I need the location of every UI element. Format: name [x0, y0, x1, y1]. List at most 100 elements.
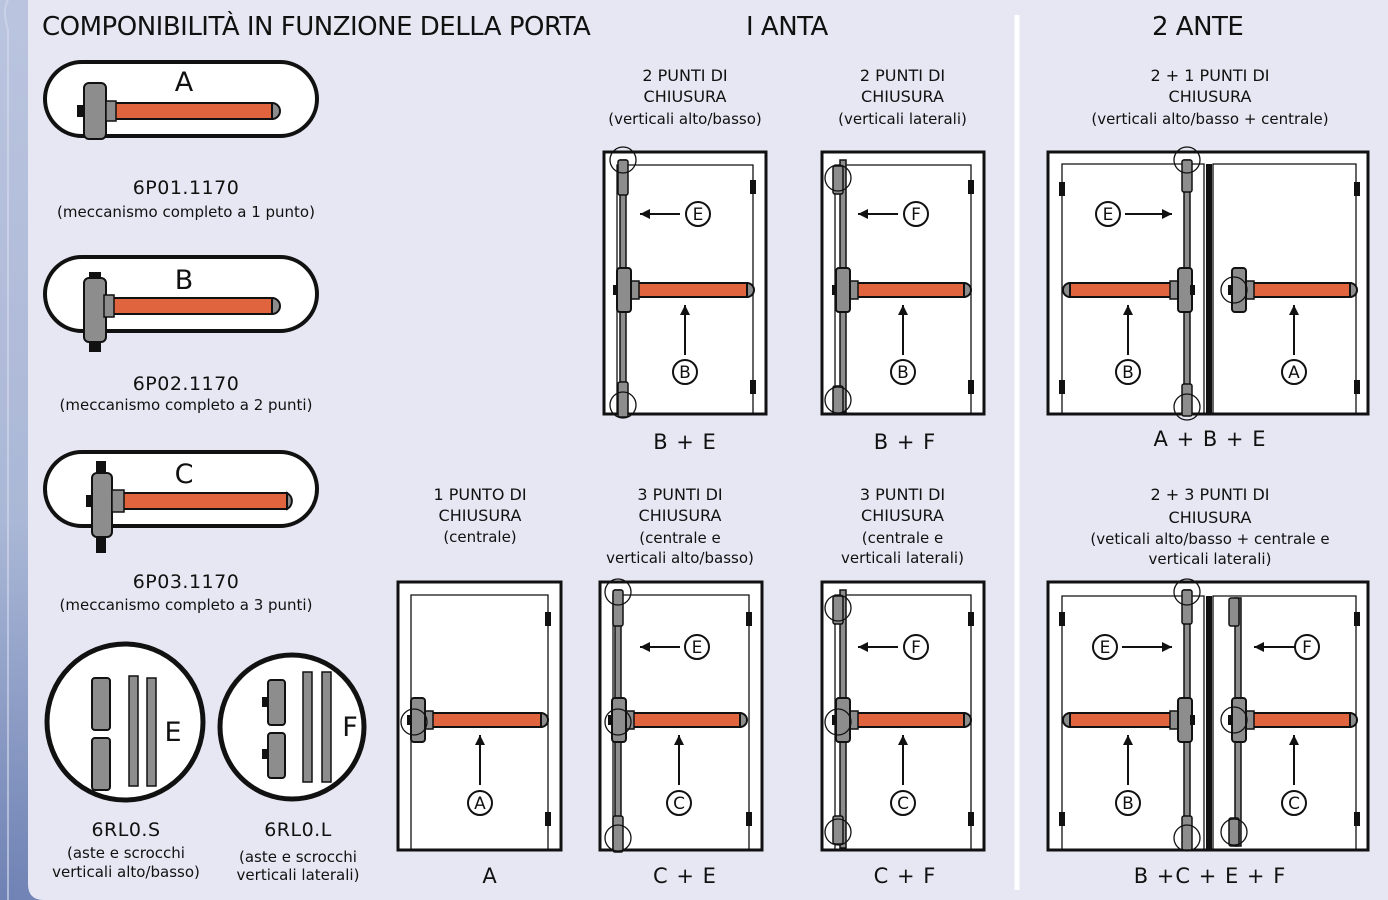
arrow-head — [858, 209, 868, 219]
lock-point-marker — [1173, 578, 1201, 606]
bar-collar — [1169, 710, 1179, 730]
hinge — [545, 612, 551, 626]
rod-latch — [1181, 383, 1193, 417]
config-c-f-title-2: CHIUSURA — [861, 506, 944, 525]
marker-circle — [672, 359, 698, 385]
rod-latch — [612, 589, 624, 627]
leaf-meeting — [1206, 164, 1212, 414]
component-marker: F — [903, 634, 929, 660]
component-marker: E — [1095, 201, 1121, 227]
latch-top — [267, 679, 286, 726]
marker-letter: C — [897, 794, 909, 814]
config-b-c-e-f-subtitle-1: (veticali alto/basso + centrale e — [1090, 530, 1330, 548]
component-c-letter: C — [174, 459, 194, 490]
lock-point-marker — [609, 146, 637, 174]
marker-circle — [1281, 790, 1307, 816]
lock-plate — [1231, 697, 1247, 743]
door-c-e: EC — [598, 578, 764, 853]
component-a-desc: (meccanismo completo a 1 punto) — [57, 203, 315, 221]
component-marker: C — [666, 790, 692, 816]
bar-tube — [630, 282, 748, 298]
bar-tube — [121, 492, 288, 510]
component-c-desc: (meccanismo completo a 3 punti) — [59, 596, 313, 614]
bar-tube — [849, 712, 965, 728]
component-marker: E — [684, 634, 710, 660]
marker-circle — [890, 790, 916, 816]
push-bar — [1228, 697, 1358, 743]
marker-circle — [1281, 359, 1307, 385]
marker-letter: F — [911, 638, 921, 658]
lock-point-marker — [604, 708, 632, 736]
config-a-b-e-title-1: 2 + 1 PUNTI DI — [1150, 66, 1270, 85]
config-b-e-title-2: CHIUSURA — [643, 87, 727, 106]
leaf-left — [1061, 595, 1205, 850]
hinge — [968, 612, 974, 626]
marker-letter: A — [1288, 363, 1300, 383]
marker-letter: E — [1100, 638, 1111, 658]
component-f-icon — [217, 652, 367, 802]
hinge — [1354, 182, 1360, 196]
hinge — [1059, 612, 1065, 626]
latch-bolt — [1228, 285, 1233, 295]
hinge — [750, 180, 756, 194]
marker-letter: E — [693, 205, 704, 225]
hinge — [750, 380, 756, 394]
rod-latch — [1228, 817, 1240, 847]
component-e-icon — [44, 641, 206, 803]
config-c-e-title-2: CHIUSURA — [638, 506, 722, 525]
hinge — [968, 380, 974, 394]
latch-bolt — [613, 285, 618, 295]
latch-bolt — [1190, 715, 1195, 725]
component-e-letter: E — [164, 717, 182, 748]
rod-latch — [612, 815, 624, 853]
bar-tube — [111, 102, 273, 120]
marker-letter: A — [474, 794, 486, 814]
bar-end-cap — [746, 281, 755, 299]
latch-bolt — [1228, 715, 1233, 725]
latch-bolt — [832, 285, 837, 295]
bar-collar — [630, 280, 640, 300]
push-bar — [1228, 267, 1358, 313]
latch-bolt — [608, 715, 613, 725]
arrow-head — [1289, 305, 1299, 315]
config-c-e-subtitle-2: verticali alto/basso) — [606, 549, 754, 567]
bar-end-cap — [1349, 711, 1358, 729]
component-e-desc-line1: (aste e scrocchi — [67, 844, 185, 862]
bar-tube — [849, 282, 965, 298]
combo-a-label: A — [482, 864, 498, 888]
push-bar — [613, 267, 755, 313]
arrow-head — [475, 735, 485, 745]
rod-2 — [321, 671, 332, 783]
lock-point-marker — [604, 578, 632, 606]
marker-circle — [1115, 359, 1141, 385]
bar-collar — [1169, 280, 1179, 300]
leaf-meeting — [1206, 596, 1212, 850]
component-marker: C — [1281, 790, 1307, 816]
lock-plate — [1231, 267, 1247, 313]
lock-point-marker — [604, 824, 632, 852]
component-marker: B — [890, 359, 916, 385]
lock-plate — [83, 82, 107, 140]
lock-point-marker — [824, 708, 852, 736]
marker-circle — [1294, 634, 1320, 660]
component-c-icon — [43, 450, 319, 553]
bar-tube — [1069, 712, 1179, 728]
rod-1 — [128, 675, 139, 787]
arrow-head — [1162, 642, 1172, 652]
component-b-desc: (meccanismo completo a 2 punti) — [59, 396, 313, 414]
rod-latch — [1181, 815, 1193, 851]
component-f-desc-line1: (aste e scrocchi — [239, 848, 357, 866]
latch-bolt — [86, 495, 93, 507]
component-marker: F — [903, 201, 929, 227]
bar-end-cap — [963, 281, 972, 299]
rod-latch — [617, 381, 629, 418]
arrow-head — [858, 642, 868, 652]
marker-letter: E — [692, 638, 703, 658]
lock-plate — [835, 267, 851, 313]
lock-point-marker — [400, 708, 428, 736]
config-a-title-1: 1 PUNTO DI — [433, 485, 527, 504]
config-a-b-e-title-2: CHIUSURA — [1168, 87, 1252, 106]
lock-plate — [83, 277, 107, 343]
